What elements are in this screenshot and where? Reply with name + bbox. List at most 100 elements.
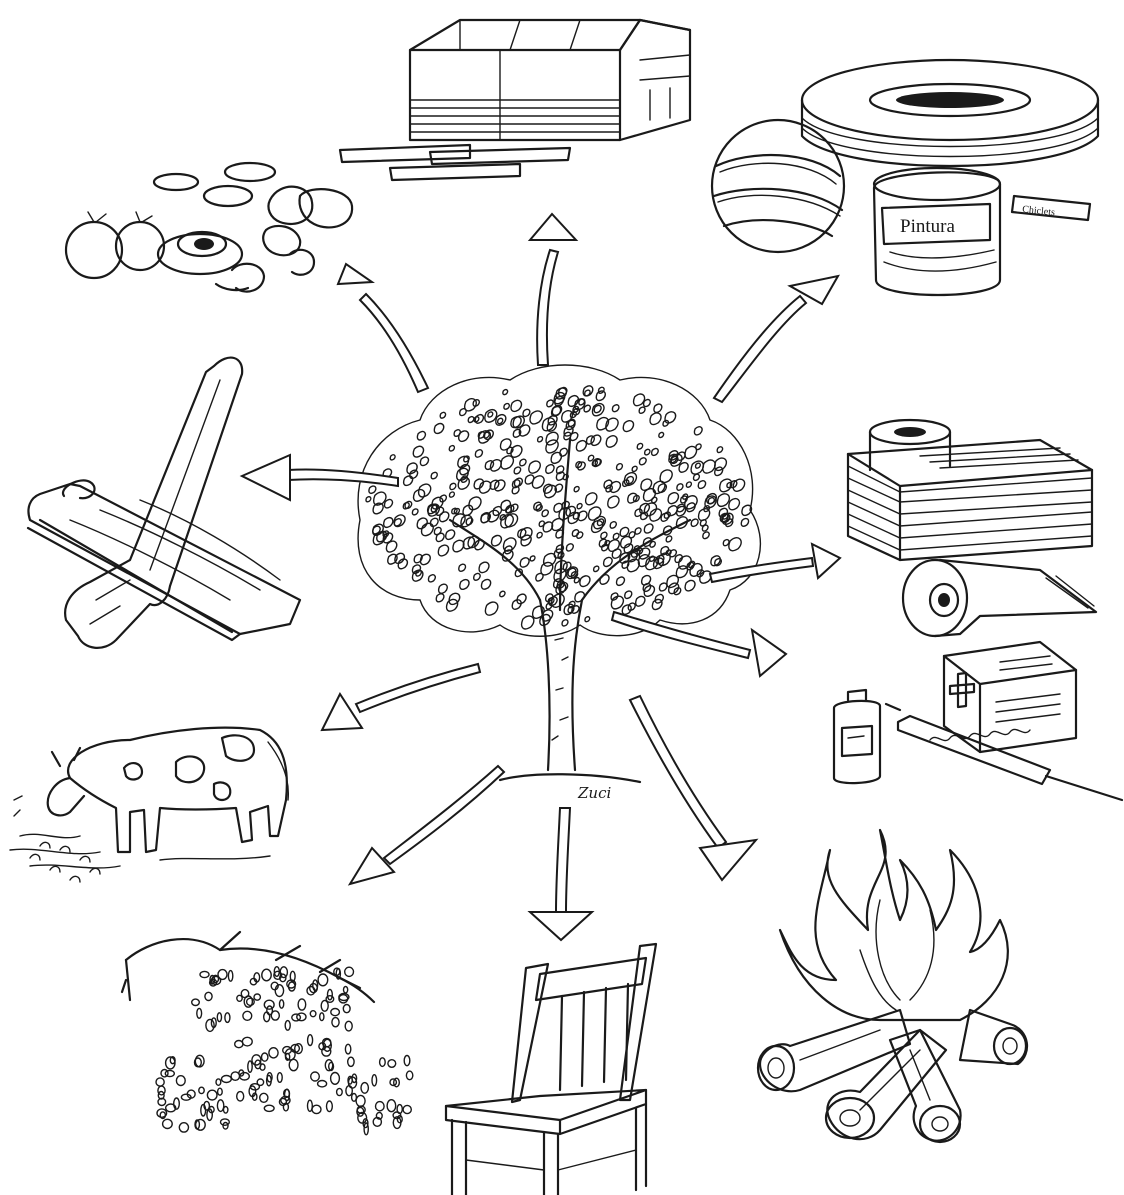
foliage-leaf	[547, 400, 553, 407]
foliage-leaf	[539, 521, 544, 526]
foliage-leaf	[639, 407, 645, 413]
medicines	[834, 642, 1122, 800]
arrow-to-leaves	[350, 766, 504, 884]
fallen-leaf	[199, 1087, 204, 1093]
foliage-leaf	[601, 532, 607, 538]
fallen-leaves	[122, 932, 413, 1135]
fallen-leaf	[403, 1105, 411, 1113]
foliage-leaf	[617, 577, 625, 585]
arrows-group	[242, 214, 840, 940]
foliage-leaf	[469, 497, 481, 510]
fallen-leaf	[356, 1095, 365, 1106]
fallen-leaf	[387, 1100, 396, 1112]
fallen-leaf	[364, 1123, 368, 1135]
fallen-leaf	[228, 971, 232, 982]
fallen-leaf	[343, 1005, 350, 1013]
foliage-leaf	[635, 528, 641, 534]
fallen-leaf	[174, 1098, 180, 1109]
foliage-leaf	[522, 616, 534, 629]
fallen-leaf	[345, 1021, 352, 1031]
foliage-leaf	[741, 519, 748, 527]
firewood	[758, 830, 1027, 1142]
foliage-leaf	[696, 463, 701, 468]
foliage-leaf	[717, 447, 722, 453]
foliage-leaf	[492, 535, 502, 545]
foliage-leaf	[694, 427, 702, 435]
foliage-leaf	[574, 487, 579, 492]
foliage-leaf	[417, 431, 425, 439]
foliage-leaf	[504, 404, 509, 410]
foliage-leaf	[431, 472, 437, 478]
foliage-leaf	[617, 464, 623, 470]
fallen-leaf	[388, 1060, 396, 1068]
foliage-leaf	[660, 583, 667, 591]
foliage-leaf	[530, 411, 542, 424]
foliage-leaf	[729, 499, 740, 510]
fallen-leaf	[195, 1055, 204, 1067]
foliage-leaf	[390, 455, 395, 460]
fallen-leaf	[376, 1102, 385, 1111]
fallen-leaf	[225, 1013, 230, 1023]
foliage-leaf	[460, 580, 469, 590]
fallen-leaf	[344, 987, 348, 993]
fallen-leaf	[269, 1048, 278, 1058]
wooden-utensils	[28, 358, 300, 648]
foliage-leaf	[369, 486, 376, 493]
fallen-leaf	[404, 1056, 410, 1066]
fallen-leaf	[320, 1013, 324, 1021]
foliage-leaf	[541, 562, 553, 574]
fallen-leaf	[235, 1041, 243, 1048]
fallen-leaf	[280, 967, 287, 978]
foliage-leaf	[623, 421, 633, 432]
foliage-leaf	[373, 526, 380, 534]
arrow-to-utensils	[242, 455, 398, 500]
foliage-leaf	[490, 460, 501, 471]
foliage-leaf	[685, 580, 695, 590]
foliage-leaf	[637, 443, 642, 449]
foliage-leaf	[438, 545, 448, 556]
foliage-leaf	[537, 532, 542, 537]
foliage-leaf	[420, 457, 428, 466]
fallen-leaf	[262, 1053, 268, 1061]
foliage-leaf	[666, 536, 672, 542]
foliage-leaf	[636, 596, 645, 606]
foliage-leaf	[430, 518, 438, 526]
fallen-leaf	[200, 971, 209, 977]
foliage-leaf	[686, 482, 691, 487]
fallen-leaf	[331, 1009, 340, 1016]
foliage-leaf	[404, 476, 413, 485]
fallen-leaf	[337, 1088, 343, 1095]
foliage-leaf	[546, 465, 554, 474]
foliage-leaf	[542, 510, 548, 517]
fallen-leaf	[358, 1113, 367, 1124]
foliage-leaf	[447, 599, 458, 611]
foliage-leaf	[511, 400, 521, 411]
foliage-leaf	[523, 409, 530, 416]
foliage-leaf	[449, 446, 454, 451]
foliage-leaf	[514, 467, 520, 474]
fallen-leaf	[298, 999, 306, 1010]
foliage-leaf	[596, 391, 605, 400]
fallen-leaf	[254, 994, 260, 1000]
foliage-leaf	[386, 541, 396, 552]
foliage-leaf	[702, 525, 708, 531]
foliage-leaf	[459, 431, 469, 441]
foliage-leaf	[468, 417, 474, 423]
foliage-leaf	[729, 538, 741, 551]
central-tree: Zuci	[358, 365, 760, 802]
fallen-leaf	[260, 1093, 268, 1102]
paint-can-label: Pintura	[900, 216, 955, 237]
fallen-leaf	[192, 999, 200, 1005]
fallen-leaf	[179, 1123, 188, 1132]
foliage-leaf	[594, 566, 599, 571]
arrow-to-cattle	[322, 664, 480, 730]
foliage-leaf	[645, 449, 650, 455]
foliage-leaf	[459, 564, 466, 571]
foliage-leaf	[384, 518, 393, 528]
foliage-leaf	[612, 405, 619, 412]
fallen-leaf	[161, 1070, 168, 1077]
foliage-leaf	[563, 474, 568, 479]
fallen-leaf	[310, 1011, 316, 1017]
foliage-leaf	[586, 493, 597, 505]
foliage-leaf	[727, 483, 732, 488]
